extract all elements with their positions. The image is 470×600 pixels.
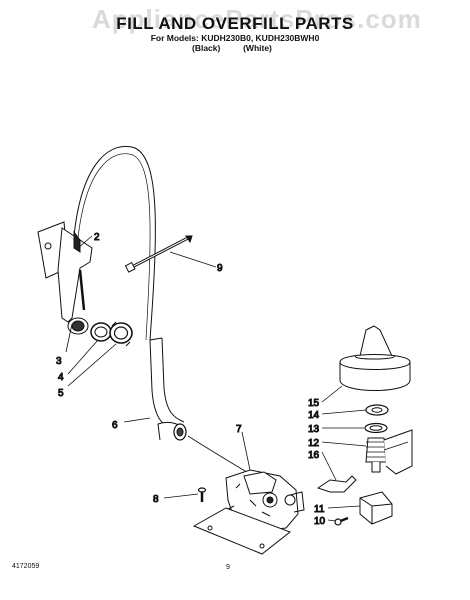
page-number: 9 xyxy=(226,564,230,571)
callout-5: 5 xyxy=(58,388,64,399)
fill-hose xyxy=(73,145,156,341)
callout-7: 7 xyxy=(236,424,242,435)
watermark-text: AppliancePartsPros.com xyxy=(92,4,422,34)
float-part-15 xyxy=(339,325,411,391)
model-colors: (Black) (White) xyxy=(192,43,272,53)
callout-10: 10 xyxy=(314,516,326,527)
leader-lines xyxy=(65,235,367,522)
inlet-valve-body xyxy=(57,227,93,323)
callout-2: 2 xyxy=(94,232,100,243)
color-white: (White) xyxy=(243,43,272,53)
document-number: 4172059 xyxy=(12,563,40,570)
callout-13: 13 xyxy=(308,424,320,435)
callout-8: 8 xyxy=(153,494,159,505)
callout-16: 16 xyxy=(308,450,320,461)
model-list: For Models: KUDH230B0, KUDH230BWH0 xyxy=(150,33,320,43)
fill-hose-inner xyxy=(77,153,151,341)
callout-14: 14 xyxy=(308,410,320,421)
callout-9: 9 xyxy=(217,263,223,274)
callout-12: 12 xyxy=(308,438,320,449)
screw-part-10 xyxy=(334,516,349,526)
callout-11: 11 xyxy=(314,504,325,515)
callout-3: 3 xyxy=(56,356,62,367)
lever-part-16 xyxy=(316,475,357,493)
color-black: (Black) xyxy=(192,43,221,53)
switch-bracket xyxy=(383,429,413,475)
callout-15: 15 xyxy=(308,398,320,409)
hose-part-6 xyxy=(149,339,181,433)
diagram-title: FILL AND OVERFILL PARTS xyxy=(116,14,354,33)
stem-part-12 xyxy=(365,437,387,473)
callout-6: 6 xyxy=(112,420,118,431)
housing-part-7 xyxy=(192,469,305,555)
screw-part-8 xyxy=(197,487,207,502)
bracket-hole xyxy=(44,242,52,250)
callout-4: 4 xyxy=(58,372,64,383)
switch-part-11 xyxy=(359,491,393,525)
